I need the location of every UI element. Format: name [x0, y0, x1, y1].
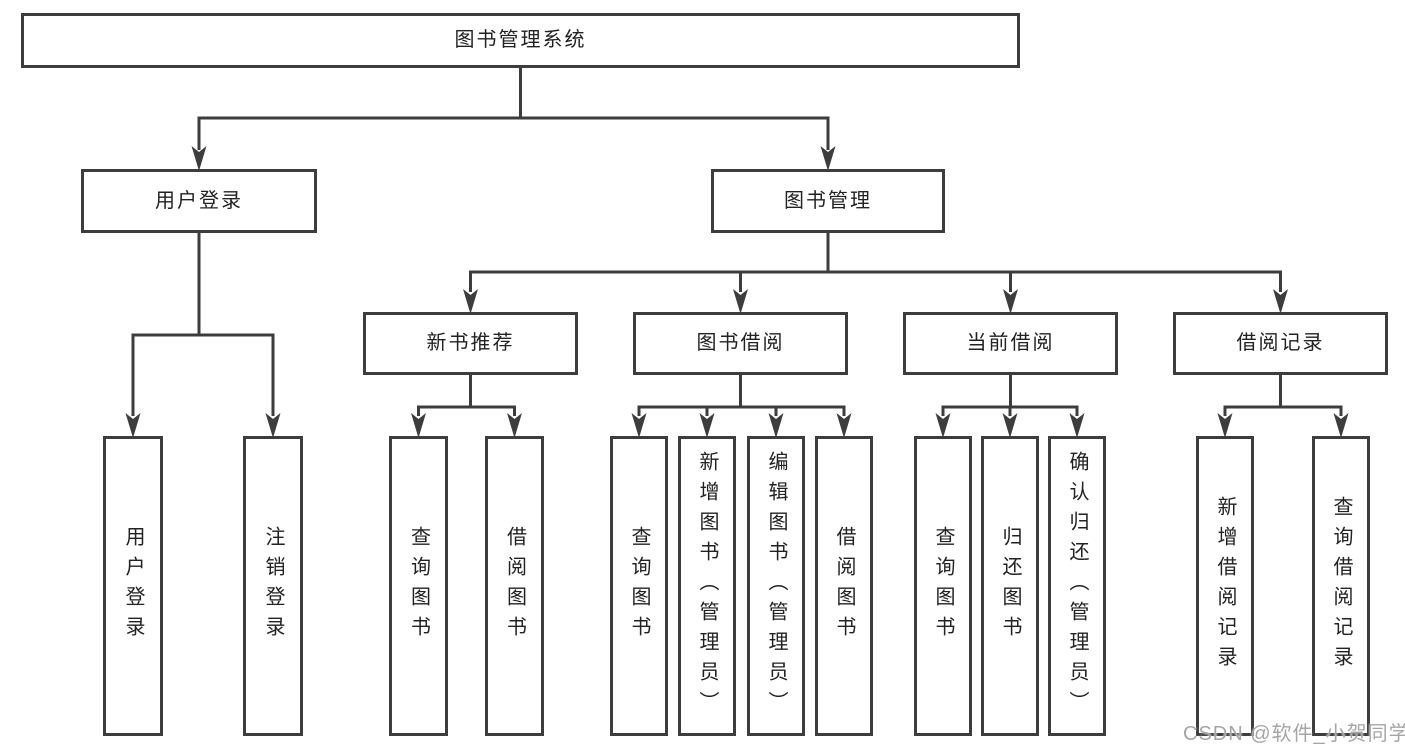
- leaf-logout: 注销登录: [243, 436, 303, 736]
- leaf-user-login: 用户登录: [103, 436, 163, 736]
- leaf-borrow-books-recommend: 借阅图书: [485, 436, 544, 736]
- leaf-query-books-borrow: 查询图书: [610, 436, 668, 736]
- leaf-edit-book-admin: 编辑图书（管理员）: [747, 436, 805, 736]
- arrowhead: [1003, 289, 1018, 314]
- arrowhead: [191, 146, 207, 171]
- csdn-watermark: CSDN @软件_小贺同学: [1183, 723, 1405, 745]
- node-book-management: 图书管理: [711, 169, 945, 233]
- node-borrow-records: 借阅记录: [1173, 312, 1388, 375]
- arrowhead: [463, 289, 478, 314]
- arrowhead: [411, 413, 426, 438]
- arrowhead: [1217, 413, 1233, 438]
- arrowhead: [733, 289, 748, 314]
- arrowhead: [836, 413, 852, 438]
- node-new-book-recommend: 新书推荐: [363, 312, 578, 375]
- arrowhead: [1002, 413, 1018, 438]
- arrowhead: [1333, 413, 1349, 438]
- arrowhead: [1273, 289, 1288, 314]
- leaf-query-books-recommend: 查询图书: [389, 436, 448, 736]
- leaf-confirm-return-admin: 确认归还（管理员）: [1048, 436, 1106, 736]
- arrowhead: [125, 413, 141, 438]
- arrowheads: [125, 146, 1349, 438]
- leaf-add-book-admin: 新增图书（管理员）: [678, 436, 736, 736]
- arrowhead: [935, 413, 951, 438]
- arrowhead: [1069, 413, 1085, 438]
- leaf-borrow-books: 借阅图书: [815, 436, 873, 736]
- arrowhead: [768, 413, 784, 438]
- leaf-query-borrow-record: 查询借阅记录: [1312, 436, 1370, 736]
- arrowhead: [699, 413, 715, 438]
- node-current-borrow: 当前借阅: [903, 312, 1118, 375]
- arrowhead: [820, 146, 836, 171]
- node-library-system: 图书管理系统: [21, 13, 1020, 68]
- leaf-query-books-current: 查询图书: [914, 436, 972, 736]
- leaf-return-book: 归还图书: [981, 436, 1039, 736]
- leaf-add-borrow-record: 新增借阅记录: [1196, 436, 1254, 736]
- arrowhead: [265, 413, 281, 438]
- arrowhead: [507, 413, 522, 438]
- connector-segments: [131, 68, 1343, 416]
- arrowhead: [631, 413, 647, 438]
- node-book-borrow: 图书借阅: [633, 312, 848, 375]
- node-user-login: 用户登录: [81, 169, 317, 233]
